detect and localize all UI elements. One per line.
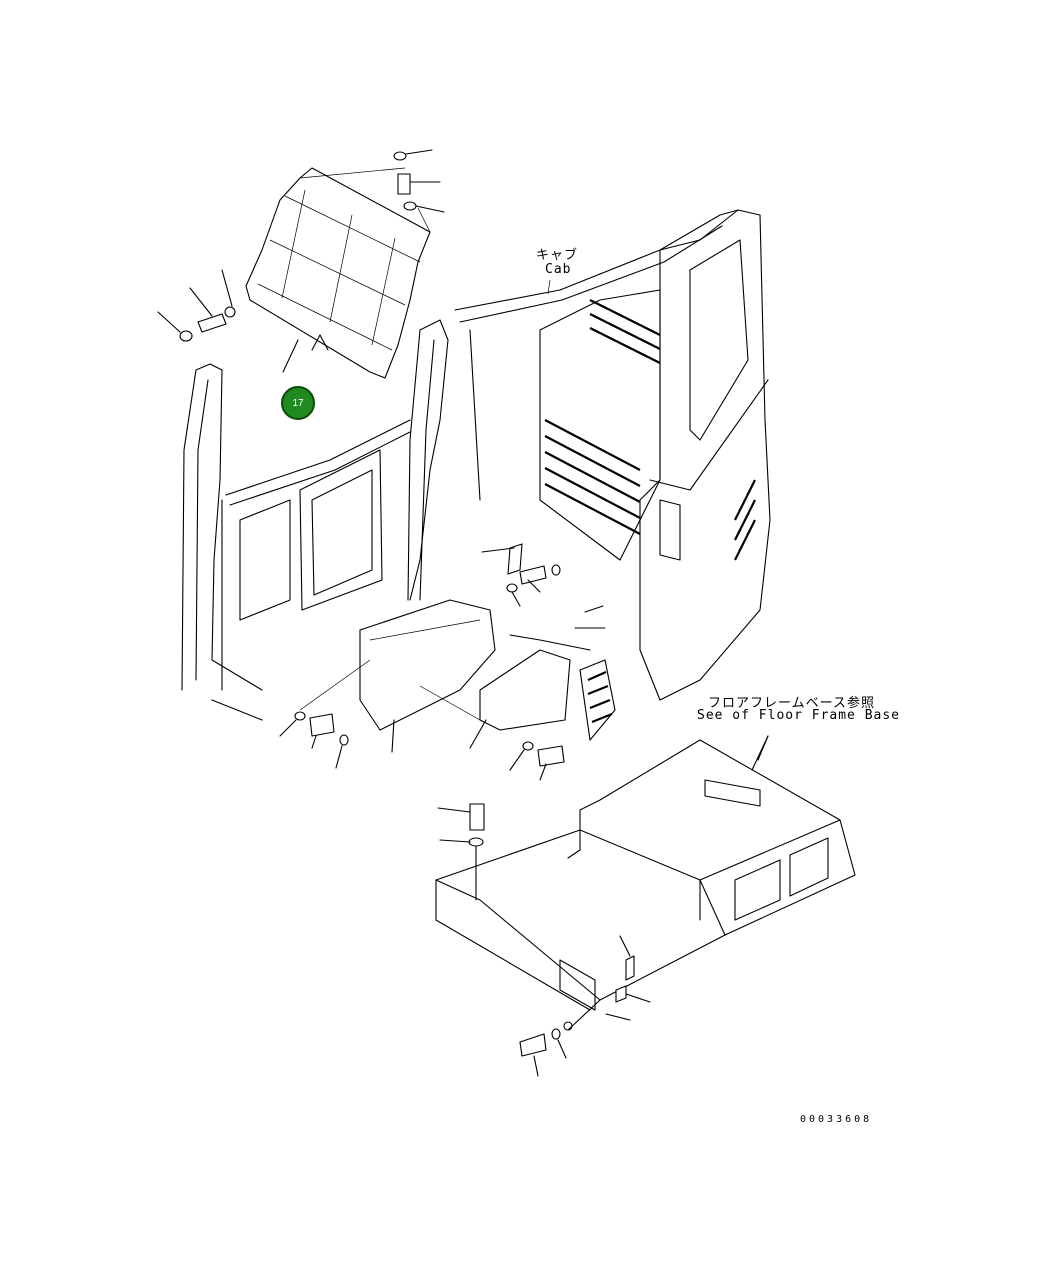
bottom-fasteners [437, 803, 651, 1077]
top-fasteners [299, 149, 445, 233]
floor-frame-base [435, 735, 856, 1011]
floor-plates [359, 599, 616, 741]
cover-panel [245, 167, 431, 379]
callout-17-badge[interactable]: 17 [281, 386, 315, 420]
cab-frame [181, 209, 771, 721]
center-fasteners [481, 543, 561, 607]
floor-frame-label-en: See of Floor Frame Base [697, 708, 901, 723]
figure-number: 00033608 [800, 1114, 873, 1125]
cab-label-jp: キャブ [536, 248, 579, 263]
left-fasteners [157, 269, 236, 342]
floor-frame-label-jp: フロアフレームベース参照 [708, 696, 875, 711]
lower-fasteners [279, 659, 565, 781]
cab-label-en: Cab [545, 262, 572, 277]
